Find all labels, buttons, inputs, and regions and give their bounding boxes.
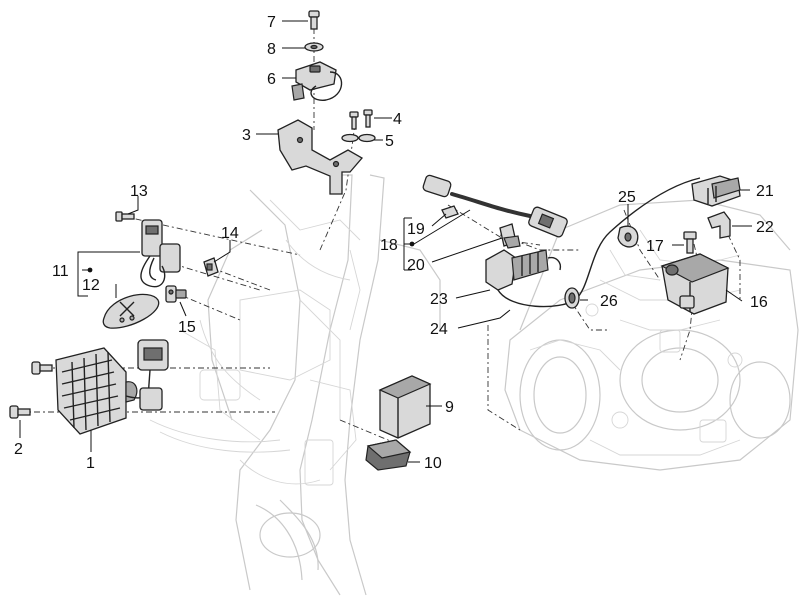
callout-24: 24: [430, 321, 448, 338]
part-1-regulator: [55, 339, 169, 435]
part-21-plug-cap: [691, 175, 741, 207]
callout-6: 6: [267, 71, 276, 88]
part-15-connector: [165, 285, 187, 303]
callout-26: 26: [600, 293, 618, 310]
callout-22: 22: [756, 219, 774, 236]
part-9-control-unit: [378, 375, 432, 439]
callout-16: 16: [750, 294, 768, 311]
callout-15: 15: [178, 319, 196, 336]
part-6-sensor: [291, 61, 343, 101]
callout-20: 20: [407, 257, 425, 274]
leader-lines: [19, 20, 752, 463]
part-11-relay: [140, 219, 181, 288]
part-24-cable: [497, 177, 701, 308]
part-8-washer: [304, 42, 324, 52]
part-17-bolt: [683, 231, 697, 254]
callout-3: 3: [242, 127, 251, 144]
callout-25: 25: [618, 189, 636, 206]
callout-9: 9: [445, 399, 454, 416]
callout-14: 14: [221, 225, 239, 242]
part-13-screw: [115, 211, 135, 222]
part-4-screws: [349, 109, 373, 130]
callout-23: 23: [430, 291, 448, 308]
part-14-clip: [203, 257, 219, 277]
callout-8: 8: [267, 41, 276, 58]
bracket-dot-18: [409, 241, 415, 247]
callout-17: 17: [646, 238, 664, 255]
part-19-clip: [441, 205, 459, 219]
part-5-washers: [341, 133, 376, 143]
callout-12: 12: [82, 277, 100, 294]
part-20-clamp: [499, 223, 521, 249]
part-22-elbow: [707, 211, 731, 239]
bracket-dot-11: [87, 267, 93, 273]
ghost-frame: [149, 174, 441, 596]
part-25-clamp: [617, 225, 639, 248]
part-23-plug-connector: [485, 249, 562, 291]
part-16-ignition-coil: [660, 253, 730, 315]
callout-4: 4: [393, 111, 402, 128]
part-7-screw: [308, 10, 320, 30]
part-2-bolts: [9, 361, 53, 419]
callout-7: 7: [267, 14, 276, 31]
callout-1: 1: [86, 455, 95, 472]
part-12-remote: [102, 293, 160, 329]
callout-labels: 7 8 6 3 4 5 13 14 11 12 15 1 2 9 10 18 1…: [14, 14, 774, 472]
part-26-sleeve: [564, 287, 580, 309]
part-10-sleeve: [365, 439, 412, 471]
part-18-cable: [422, 174, 568, 238]
callout-19: 19: [407, 221, 425, 238]
callout-5: 5: [385, 133, 394, 150]
callout-21: 21: [756, 183, 774, 200]
callout-18: 18: [380, 237, 398, 254]
callout-13: 13: [130, 183, 148, 200]
part-3-bracket: [277, 119, 364, 195]
callout-2: 2: [14, 441, 23, 458]
callout-11: 11: [52, 263, 69, 280]
callout-10: 10: [424, 455, 442, 472]
